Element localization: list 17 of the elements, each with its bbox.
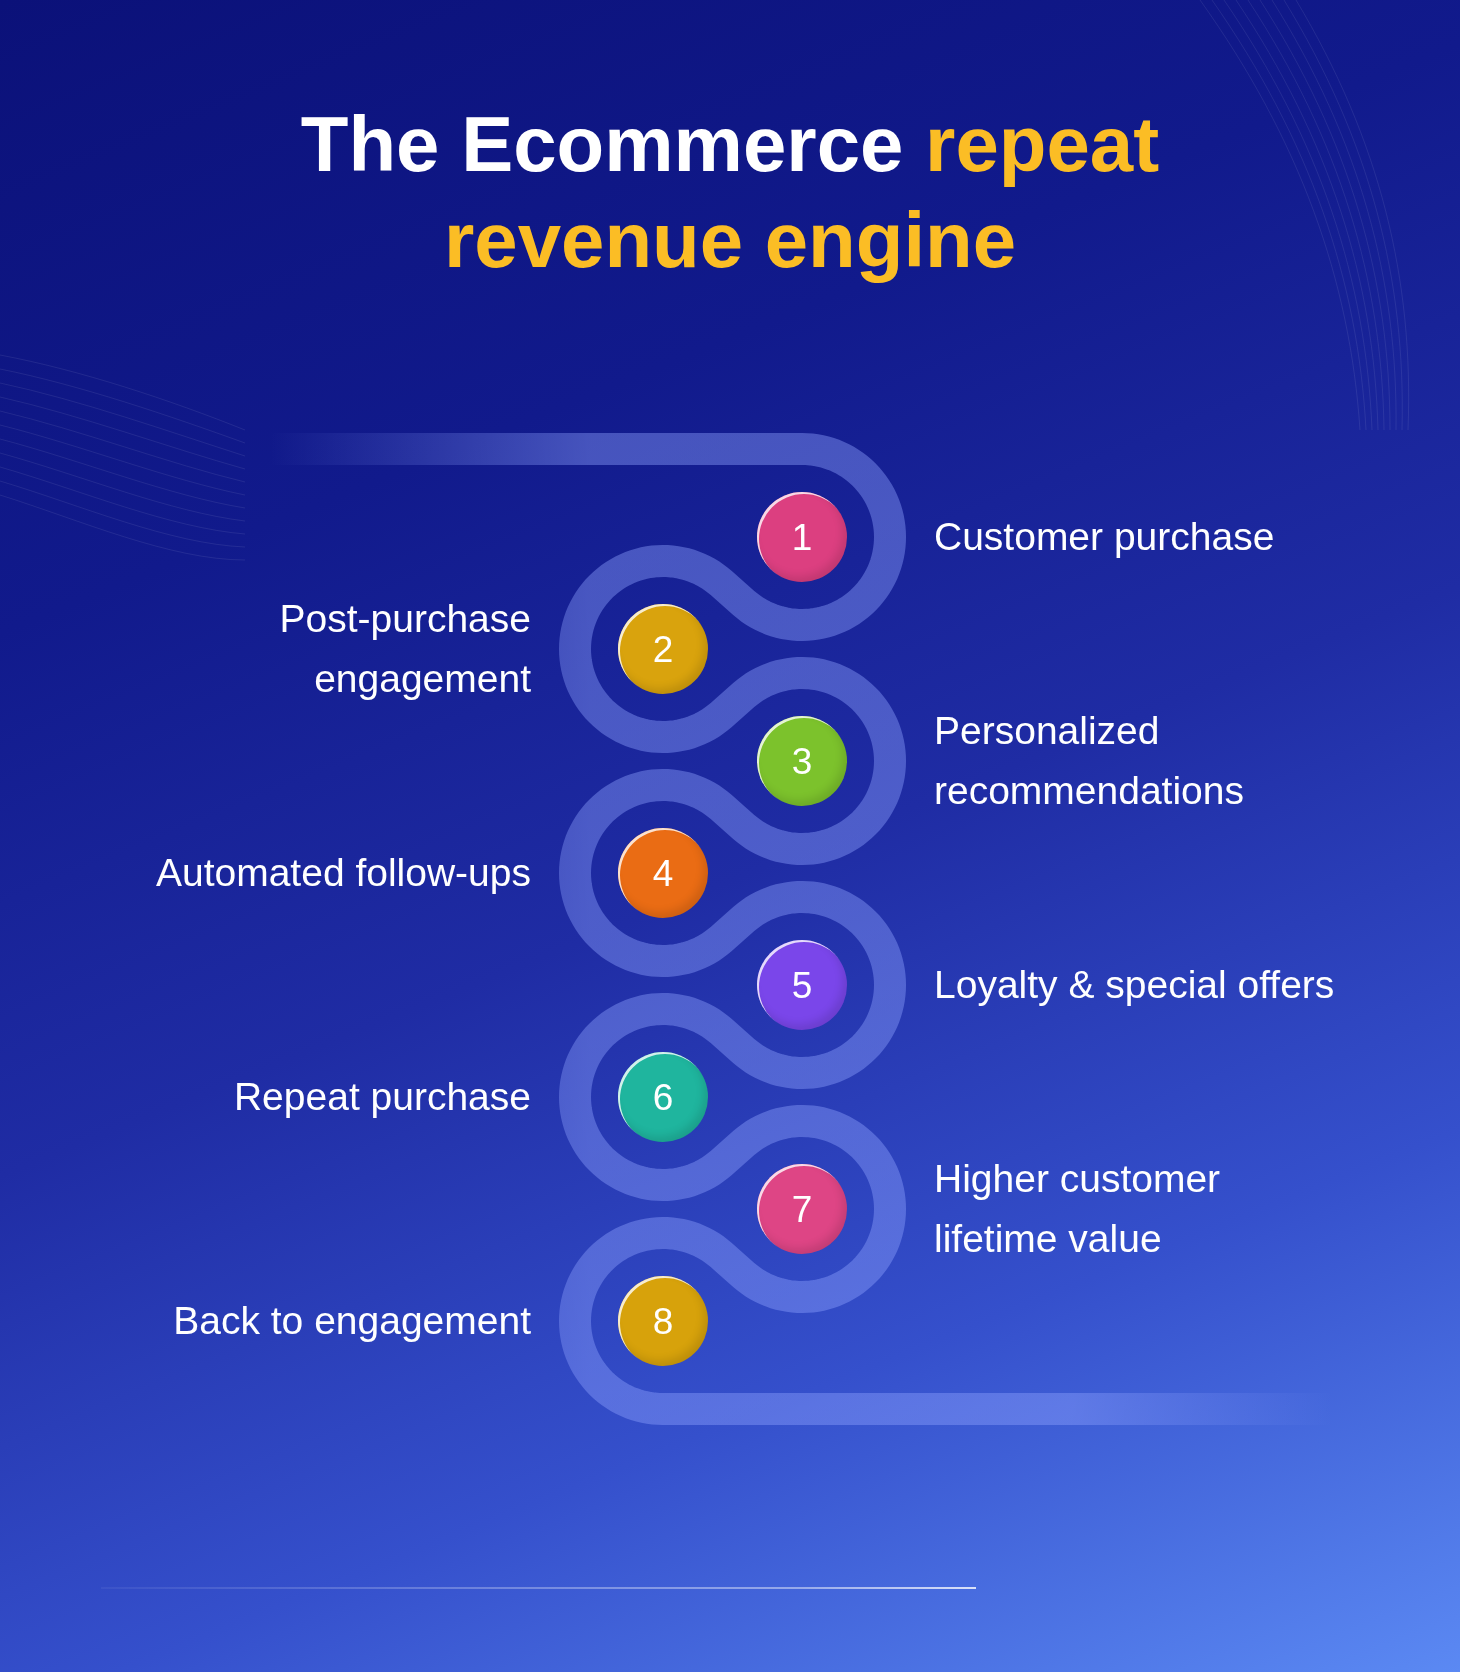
step-label: Loyalty & special offers [934,962,1336,1008]
title: The Ecommerce repeat revenue engine [299,99,1161,286]
step-number: 2 [652,630,674,668]
step-label: Repeat purchase [232,1074,531,1120]
step-label: Automated follow-ups [154,850,531,896]
step-label: Back to engagement [172,1298,531,1344]
step-number: 7 [791,1190,813,1228]
step-number: 6 [652,1078,674,1116]
step-number: 1 [791,518,813,556]
step-number: 4 [652,854,674,892]
step-label: Higher customer lifetime value [934,1156,1222,1262]
step-number: 5 [791,966,813,1004]
step-number: 8 [652,1302,674,1340]
step-label: Personalized recommendations [934,708,1245,814]
step-number: 3 [791,742,813,780]
step-label: Customer purchase [934,514,1276,560]
step-label: Post-purchase engagement [278,596,531,702]
